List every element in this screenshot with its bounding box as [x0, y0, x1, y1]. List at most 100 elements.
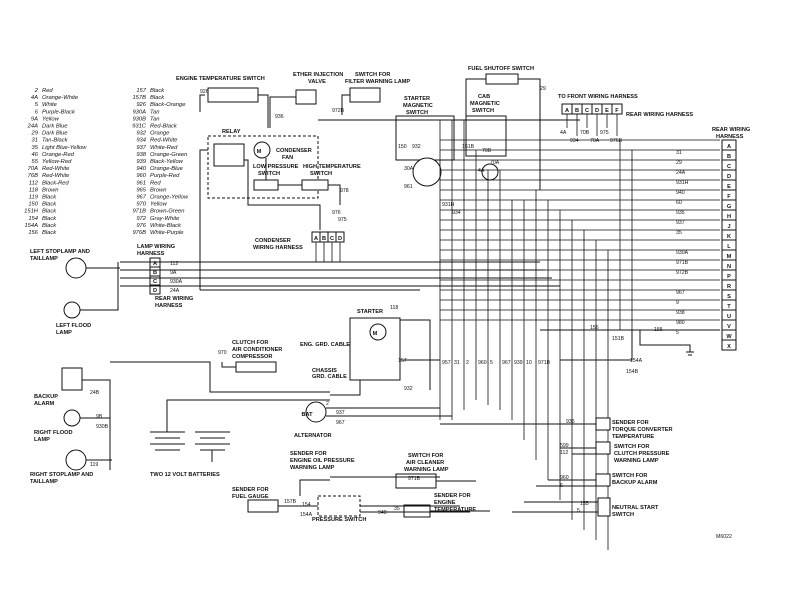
legend-wire-number: 960 [136, 173, 146, 179]
condenser-pin-letter: D [338, 236, 342, 242]
legend-wire-color: Orange-White [42, 95, 79, 101]
legend-wire-color: Red-White [150, 138, 178, 144]
wire-112: 112 [560, 450, 568, 456]
legend-wire-color: Black [42, 202, 57, 208]
eng-temp-sender-body [403, 504, 431, 518]
legend-wire-color: Black [42, 230, 57, 236]
label-rear-harness-right-2: HARNESS [716, 134, 744, 140]
wire-4a: 4A [478, 168, 485, 174]
legend-wire-number: 5 [35, 102, 39, 108]
label-clutch-ac-3: COMPRESSOR [232, 354, 272, 360]
rear-pin-letter: N [727, 264, 731, 270]
wire-932b: 932 [404, 386, 413, 392]
wire-599: 599 [560, 443, 569, 449]
rear-wire-number: 931H [676, 180, 689, 186]
wire-154b: 154B [626, 369, 639, 375]
wire-151b-2: 151B [612, 336, 625, 342]
label-air-cleaner: SWITCH FOR [408, 453, 443, 459]
rear-wire-number: 940 [676, 190, 685, 196]
legend-wire-number: 926 [136, 102, 146, 108]
rear-wire-number: 937 [676, 220, 685, 226]
rear-wire-number: 5 [676, 330, 679, 336]
label-chassis-grd: CHASSIS [312, 368, 337, 374]
label-fuel-gauge-2: FUEL GAUGE [232, 494, 269, 500]
legend-wire-color: Yellow [150, 202, 168, 208]
front-wire-number: 976B [610, 138, 623, 144]
wire-156: 156 [590, 325, 599, 331]
left-flood-lamp [63, 301, 81, 319]
label-rear-harness-left-2: HARNESS [155, 303, 183, 309]
rear-harness-connector: ABCDEFGHJKLMNPRSTUVWX312924A931H94060935… [676, 139, 737, 351]
lamp-pin-letter: C [153, 279, 157, 285]
label-eng-grd: ENG. GRD. CABLE [300, 342, 350, 348]
left-stoplamp [65, 257, 87, 279]
legend-wire-number: 29 [31, 131, 39, 137]
lamp-pin-letter: D [153, 288, 157, 294]
wire-934: 934 [452, 210, 461, 216]
legend-wire-color: Orange [150, 131, 170, 137]
label-clutch-ac: CLUTCH FOR [232, 340, 268, 346]
rear-wire-number: 971B [676, 260, 689, 266]
legend-wire-number: 932 [136, 131, 146, 137]
rear-pin-letter: U [727, 314, 731, 320]
legend-wire-number: 55 [32, 159, 39, 165]
label-neutral-start-2: SWITCH [612, 512, 634, 518]
wire-30a: 30A [404, 166, 414, 172]
rear-wire-number: 930A [676, 250, 689, 256]
rear-wire-number: 980 [676, 320, 685, 326]
wire-960: 960 [560, 475, 569, 481]
pressure-switch-housing [317, 495, 361, 517]
legend-wire-number: 965 [136, 187, 146, 193]
lamp-wire-number: 24A [170, 288, 180, 294]
rear-pin-letter: S [727, 294, 731, 300]
legend-wire-number: 939 [136, 159, 146, 165]
legend-wire-number: 31 [32, 138, 38, 144]
front-pin-letter: B [575, 108, 579, 114]
wire-154a-2: 154A [300, 512, 313, 518]
wire-967: 967 [336, 420, 345, 426]
legend-wire-number: 961 [136, 180, 146, 186]
rear-pin-letter: J [727, 224, 730, 230]
lamp-pin-box [149, 284, 161, 295]
cab-solenoid [481, 163, 499, 181]
bus-wire-number: 2 [466, 360, 469, 366]
legend-wire-number: 934 [136, 138, 146, 144]
wire-935: 935 [566, 419, 575, 425]
label-relay: RELAY [222, 129, 241, 135]
wire-29: 29 [540, 86, 546, 92]
rear-pin-letter: M [727, 254, 732, 260]
rear-wire-number: 972B [676, 270, 689, 276]
label-condenser-harness: CONDENSER [255, 238, 291, 244]
wire-936: 936 [275, 114, 284, 120]
rear-wire-number: 35 [676, 230, 682, 236]
front-wire-number: 4A [560, 130, 567, 136]
front-wire-number: 70B [580, 130, 590, 136]
wire-9b: 9B [96, 414, 103, 420]
legend-wire-color: Black [42, 209, 57, 215]
wire-70a: 70A [490, 160, 500, 166]
label-high-temp: HIGH TEMPERATURE [303, 164, 361, 170]
label-oil-sender-2: ENGINE OIL PRESSURE [290, 458, 355, 464]
label-torque-sender: SENDER FOR [612, 420, 649, 426]
legend-wire-number: 24A [27, 124, 38, 130]
condenser-pin-letter: A [314, 236, 318, 242]
legend-wire-color: Tan [150, 109, 159, 115]
legend-wire-number: 931C [132, 124, 147, 130]
neutral-start-switch-body [597, 497, 611, 517]
legend-wire-number: 150 [28, 202, 38, 208]
legend-wire-number: 930B [132, 116, 146, 122]
label-chassis-grd-2: GRD. CABLE [312, 374, 347, 380]
wire-5: 5 [577, 508, 580, 514]
wire-24b: 24B [90, 390, 100, 396]
bus-wire-number: 971B [538, 360, 551, 366]
starter-magnetic-switch-body [395, 115, 455, 161]
label-oil-sender-3: WARNING LAMP [290, 465, 335, 471]
rear-pin-letter: R [727, 284, 731, 290]
legend-wire-number: 157 [136, 88, 146, 94]
condenser-pin-letter: B [322, 236, 326, 242]
right-flood-lamp [63, 409, 81, 427]
bus-wire-number: 939 [514, 360, 523, 366]
bus-wire-number: 5 [490, 360, 493, 366]
label-right-stoplamp: RIGHT STOPLAMP AND [30, 472, 93, 478]
